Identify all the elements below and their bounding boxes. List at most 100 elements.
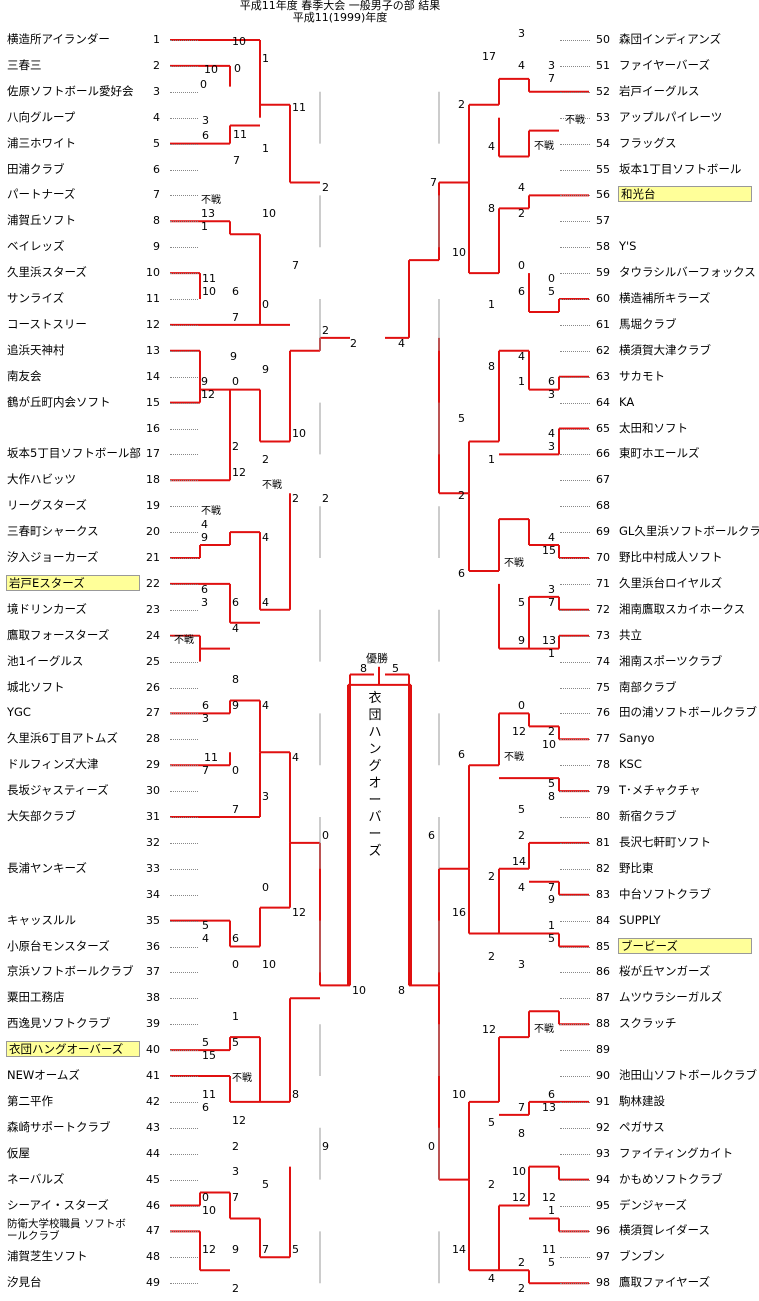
team-name-left-29: ドルフィンズ大津 bbox=[7, 757, 99, 772]
team-number-left-37: 37 bbox=[146, 965, 160, 979]
team-name-right-97: ブンブン bbox=[619, 1249, 665, 1264]
score-l73: 0 bbox=[202, 1191, 209, 1205]
team-name-right-58: Y'S bbox=[619, 239, 637, 254]
team-leader-left-37 bbox=[170, 972, 198, 974]
score-r14: 10 bbox=[452, 245, 466, 259]
team-number-right-63: 63 bbox=[596, 369, 610, 383]
team-number-left-27: 27 bbox=[146, 706, 160, 720]
team-number-left-10: 10 bbox=[146, 266, 160, 280]
team-name-right-84: SUPPLY bbox=[619, 912, 661, 927]
score-l16: 11 bbox=[202, 271, 216, 285]
score-r63: 不戦 bbox=[534, 1023, 554, 1035]
score-l10: 1 bbox=[262, 142, 269, 156]
team-name-right-78: KSC bbox=[619, 757, 642, 772]
score-l27: 12 bbox=[201, 388, 215, 402]
team-number-right-78: 78 bbox=[596, 758, 610, 772]
team-number-left-18: 18 bbox=[146, 473, 160, 487]
team-leader-left-12 bbox=[170, 324, 198, 326]
team-leader-right-61 bbox=[560, 324, 590, 326]
team-leader-left-16 bbox=[170, 428, 198, 430]
team-leader-right-72 bbox=[560, 609, 590, 611]
team-name-left-44: 仮屋 bbox=[7, 1145, 30, 1160]
score-l76: 5 bbox=[262, 1178, 269, 1192]
team-number-left-17: 17 bbox=[146, 447, 160, 461]
score-r36: 5 bbox=[518, 595, 525, 609]
team-name-left-40: 衣団ハングオーバーズ bbox=[6, 1041, 140, 1058]
team-leader-left-11 bbox=[170, 299, 198, 300]
score-r50: 6 bbox=[458, 748, 465, 762]
score-l47: 4 bbox=[262, 699, 269, 713]
score-l59: 6 bbox=[232, 932, 239, 946]
score-r41: 0 bbox=[518, 699, 525, 713]
team-name-left-31: 大矢部クラブ bbox=[7, 809, 76, 823]
team-name-left-8: 浦賀丘ソフト bbox=[7, 213, 76, 228]
team-number-left-39: 39 bbox=[146, 1017, 160, 1031]
score-l54: 0 bbox=[322, 828, 329, 842]
score-r6: 2 bbox=[458, 98, 465, 112]
team-leader-right-90 bbox=[560, 1076, 590, 1077]
score-r77: 11 bbox=[542, 1243, 556, 1257]
score-r29: 2 bbox=[458, 489, 465, 503]
team-name-right-77: Sanyo bbox=[619, 731, 655, 746]
team-leader-left-33 bbox=[170, 868, 198, 870]
score-r30: 4 bbox=[518, 349, 525, 363]
team-leader-right-50 bbox=[560, 40, 590, 41]
score-l48: 4 bbox=[292, 751, 299, 765]
team-number-left-20: 20 bbox=[146, 525, 160, 539]
team-number-right-66: 66 bbox=[596, 447, 610, 461]
team-number-right-90: 90 bbox=[596, 1069, 610, 1082]
team-name-right-63: サカモト bbox=[619, 368, 665, 383]
team-number-left-43: 43 bbox=[146, 1120, 160, 1134]
team-number-right-88: 88 bbox=[596, 1017, 610, 1031]
team-number-right-81: 81 bbox=[596, 835, 610, 849]
team-name-left-30: 長坂ジャスティーズ bbox=[7, 783, 109, 798]
score-l52: 3 bbox=[262, 789, 269, 803]
team-name-left-38: 粟田工務店 bbox=[7, 990, 65, 1005]
score-r7: 不戦 bbox=[565, 114, 585, 126]
score-r10: 7 bbox=[430, 176, 437, 190]
score-l35: 4 bbox=[262, 530, 269, 544]
team-name-right-92: ペガサス bbox=[619, 1119, 665, 1134]
team-number-left-16: 16 bbox=[146, 421, 160, 435]
score-r12: 8 bbox=[488, 201, 495, 215]
team-number-right-60: 60 bbox=[596, 292, 610, 305]
team-leader-left-1 bbox=[170, 40, 198, 41]
team-number-right-84: 84 bbox=[596, 913, 610, 927]
score-l57: 5 bbox=[202, 919, 209, 933]
score-l58: 4 bbox=[202, 932, 209, 946]
score-r33: 6 bbox=[458, 567, 465, 581]
team-name-right-91: 駒林建設 bbox=[619, 1093, 665, 1108]
team-leader-right-88 bbox=[560, 1024, 590, 1026]
team-name-right-70: 野比中村成人ソフト bbox=[619, 550, 723, 564]
team-number-right-98: 98 bbox=[596, 1276, 610, 1290]
team-number-right-86: 86 bbox=[596, 965, 610, 979]
score-l81: 2 bbox=[232, 1281, 239, 1295]
team-leader-left-38 bbox=[170, 998, 198, 1000]
team-number-left-15: 15 bbox=[146, 395, 160, 409]
score-r16: 6 bbox=[518, 284, 525, 298]
score-r69: 8 bbox=[518, 1126, 525, 1140]
score-l14: 1 bbox=[201, 220, 208, 234]
score-l8: 11 bbox=[233, 128, 247, 142]
score-l11: 11 bbox=[292, 100, 306, 114]
team-leader-left-46 bbox=[170, 1205, 198, 1207]
team-number-left-35: 35 bbox=[146, 913, 160, 927]
score-r76: 14 bbox=[452, 1243, 466, 1257]
score-r2: 17 bbox=[482, 50, 496, 64]
score-l32: 不戦 bbox=[201, 505, 221, 517]
score-l61: 10 bbox=[262, 958, 276, 972]
team-name-left-6: 田浦クラブ bbox=[7, 161, 65, 176]
score-l36: 6 bbox=[201, 582, 208, 596]
team-leader-left-17 bbox=[170, 454, 198, 456]
team-name-right-53: アップルパイレーツ bbox=[619, 109, 723, 124]
team-name-right-88: スクラッチ bbox=[619, 1016, 677, 1031]
team-name-right-73: 共立 bbox=[619, 627, 642, 642]
team-name-left-3: 佐原ソフトボール愛好会 bbox=[7, 83, 134, 98]
team-number-left-24: 24 bbox=[146, 628, 160, 642]
score-r4: 3 bbox=[548, 59, 555, 73]
team-name-left-23: 境ドリンカーズ bbox=[7, 601, 87, 616]
score-l62: 1 bbox=[232, 1010, 239, 1024]
team-number-right-61: 61 bbox=[596, 317, 610, 331]
score-r39: 9 bbox=[518, 634, 525, 648]
team-number-right-94: 94 bbox=[596, 1172, 610, 1186]
